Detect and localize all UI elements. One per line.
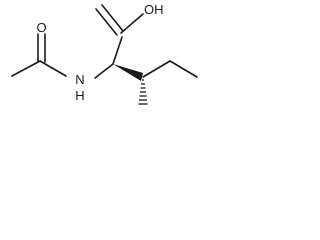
bond-carboxyl-double-b <box>101 4 124 32</box>
hydroxyl-label: OH <box>144 2 164 17</box>
bond-carbonyl-nitrogen <box>39 60 67 77</box>
acetyl-oxygen-label: O <box>36 20 46 35</box>
hashed-bond-beta-methyl <box>138 79 148 105</box>
bond-nitrogen-alpha-carbon <box>94 63 114 79</box>
wedge-bond-alpha-beta <box>113 64 143 81</box>
bond-carboxyl-hydroxyl <box>120 13 144 34</box>
molecule-structure: O N H OH <box>11 2 198 105</box>
atom-labels: O N H OH <box>36 2 163 103</box>
bond-ethyl-terminal <box>169 60 198 78</box>
amide-nitrogen-label: N <box>75 72 84 87</box>
bond-acetyl-methyl <box>11 60 41 77</box>
bond-group <box>11 4 198 79</box>
amide-hydrogen-label: H <box>75 88 84 103</box>
bond-alpha-carboxyl <box>112 36 123 65</box>
bond-carboxyl-double-a <box>95 8 118 36</box>
bond-beta-ethyl <box>142 60 171 78</box>
structure-canvas: O N H OH <box>0 0 216 132</box>
